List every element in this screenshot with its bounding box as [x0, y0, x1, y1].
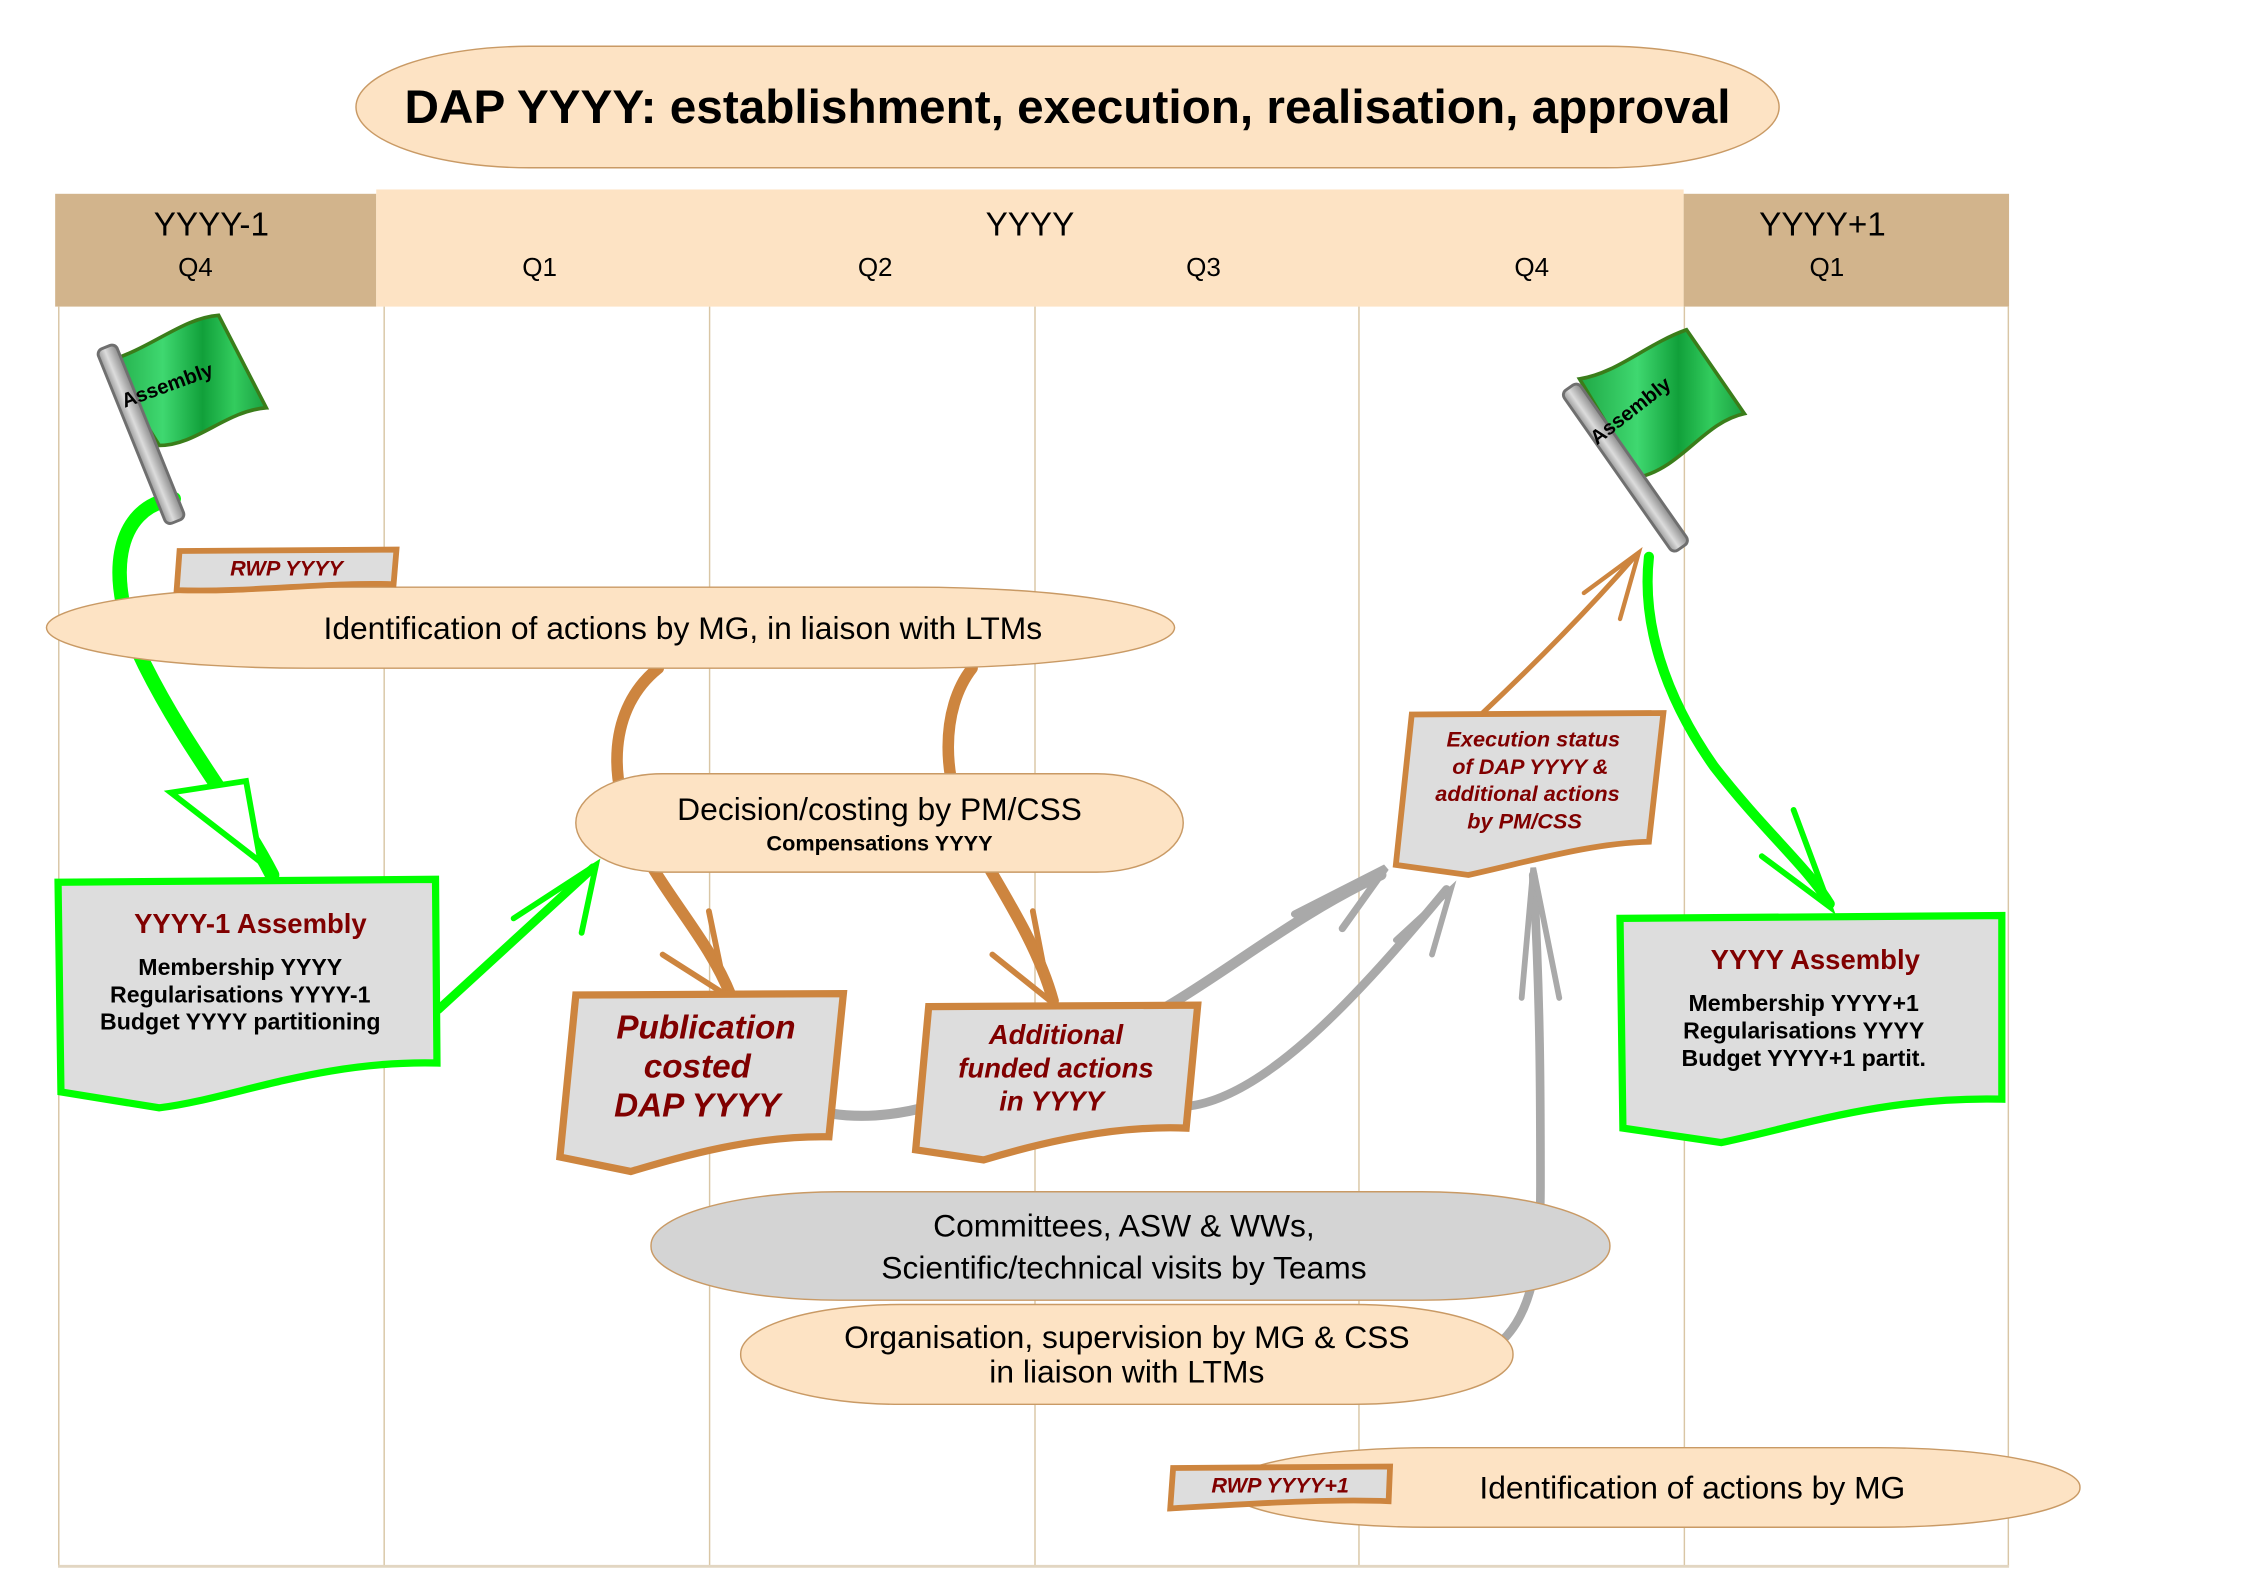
- arrow-shaft: [434, 863, 598, 1014]
- document-shape: [555, 989, 848, 1176]
- identification-ellipse: Identification of actions by MG, in liai…: [45, 586, 1176, 669]
- document-shape: [911, 1001, 1202, 1164]
- quarter-label: Q1: [522, 252, 557, 282]
- document-line: Regularisations YYYY: [1683, 1017, 1925, 1043]
- document-line: Publication: [616, 1009, 795, 1046]
- gray-arrow-committees-to-execution: [1492, 870, 1545, 1350]
- document-line: Execution status: [1446, 726, 1620, 751]
- year-label-next: YYYY+1: [1759, 207, 1886, 244]
- document-line: Membership YYYY: [138, 954, 342, 980]
- arrow-head: [1758, 807, 1836, 915]
- ellipse-label: Committees, ASW & WWs,: [933, 1208, 1315, 1244]
- tag-shape: [173, 546, 400, 594]
- title-ellipse: [355, 45, 1780, 169]
- quarter-label: Q3: [1186, 252, 1221, 282]
- arrow-head: [1392, 880, 1457, 958]
- assembly-document: YYYY Assembly Membership YYYY+1 Regulari…: [1616, 911, 2006, 1147]
- document-line: costed: [644, 1048, 752, 1085]
- orange-arrow-to-flag: [1480, 554, 1638, 716]
- header-cell-current-year: [376, 189, 1684, 307]
- title-banner: DAP YYYY: establishment, execution, real…: [355, 45, 1780, 169]
- committees-ellipse: Committees, ASW & WWs, Scientific/techni…: [650, 1191, 1611, 1301]
- assembly-flag-right: Assembly: [1561, 327, 1748, 553]
- arrow-head: [989, 908, 1055, 1008]
- arrow-head: [163, 777, 265, 869]
- ellipse-label: Decision/costing by PM/CSS: [677, 791, 1082, 827]
- identification-next-ellipse: Identification of actions by MG: [1225, 1446, 2081, 1528]
- arrow-head: [510, 858, 601, 936]
- ellipse-label: Organisation, supervision by MG & CSS: [844, 1319, 1410, 1355]
- green-arrow-flag-to-doc: [112, 491, 280, 883]
- arrow-head: [1581, 546, 1643, 622]
- document-line: Membership YYYY+1: [1689, 990, 1919, 1016]
- rwp-next-tag: RWP YYYY+1: [1167, 1463, 1394, 1512]
- arrow-head: [1290, 864, 1389, 933]
- header-cell-prev-year: [55, 193, 377, 307]
- document-line: by PM/CSS: [1467, 809, 1582, 834]
- green-arrow-flag-to-assembly: [1642, 551, 1836, 915]
- gray-arrow-additional-to-execution: [1181, 885, 1451, 1111]
- ellipse-shape: [45, 586, 1176, 669]
- ellipse-shape: [650, 1191, 1611, 1301]
- year-label-prev: YYYY-1: [154, 207, 269, 244]
- document-line: Additional: [988, 1019, 1125, 1050]
- document-shape: [1392, 710, 1667, 878]
- decision-ellipse: Decision/costing by PM/CSS Compensations…: [575, 773, 1184, 873]
- document-title: YYYY Assembly: [1711, 944, 1921, 975]
- quarter-label: Q4: [1514, 252, 1549, 282]
- flag-pole: [1561, 382, 1689, 553]
- ellipse-label: in liaison with LTMs: [989, 1354, 1264, 1390]
- document-title: YYYY-1 Assembly: [134, 908, 367, 939]
- ellipse-shape: [575, 773, 1184, 873]
- document-line: Budget YYYY+1 partit.: [1682, 1045, 1926, 1071]
- publication-document: Publication costed DAP YYYY: [555, 989, 848, 1176]
- document-line: Regularisations YYYY-1: [110, 981, 371, 1007]
- quarter-label: Q4: [178, 252, 213, 282]
- prev-assembly-document: YYYY-1 Assembly Membership YYYY Regulari…: [54, 875, 441, 1112]
- document-line: funded actions: [958, 1052, 1153, 1083]
- ellipse-shape: [739, 1303, 1514, 1406]
- additional-document: Additional funded actions in YYYY: [911, 1001, 1202, 1164]
- arrow-shaft: [1642, 551, 1835, 909]
- ellipse-label: Scientific/technical visits by Teams: [881, 1249, 1366, 1285]
- ellipse-label: Identification of actions by MG: [1479, 1469, 1905, 1505]
- quarter-label: Q2: [858, 252, 893, 282]
- assembly-flag-left: Assembly: [96, 313, 270, 525]
- orange-arrows: [611, 546, 1643, 1008]
- flag-pole: [96, 343, 186, 525]
- arrow-head: [1518, 867, 1563, 1001]
- green-arrow-doc-to-decision: [434, 858, 601, 1014]
- tag-label: RWP YYYY+1: [1211, 1473, 1349, 1498]
- organisation-ellipse: Organisation, supervision by MG & CSS in…: [739, 1303, 1514, 1406]
- year-label-current: YYYY: [986, 207, 1075, 244]
- ellipse-label: Identification of actions by MG, in liai…: [323, 610, 1042, 646]
- document-line: of DAP YYYY &: [1452, 754, 1608, 779]
- timeline-header: YYYY-1 YYYY YYYY+1 Q4 Q1 Q2 Q3 Q4 Q1: [55, 189, 2010, 307]
- quarter-label: Q1: [1809, 252, 1844, 282]
- page-title: DAP YYYY: establishment, execution, real…: [405, 81, 1731, 134]
- tag-label: RWP YYYY: [230, 556, 345, 581]
- document-shape: [54, 875, 441, 1112]
- header-cell-next-year: [1683, 193, 2010, 307]
- document-line: in YYYY: [999, 1086, 1107, 1117]
- flag-icon: [1576, 327, 1748, 480]
- ellipse-sublabel: Compensations YYYY: [766, 830, 993, 855]
- flag-icon: [104, 313, 270, 448]
- document-line: Budget YYYY partitioning: [100, 1009, 381, 1035]
- document-line: DAP YYYY: [614, 1088, 783, 1125]
- document-shape: [1616, 911, 2006, 1147]
- rwp-tag: RWP YYYY: [173, 546, 400, 594]
- document-line: additional actions: [1435, 781, 1619, 806]
- tag-shape: [1167, 1463, 1394, 1512]
- execution-status-document: Execution status of DAP YYYY & additiona…: [1392, 710, 1667, 878]
